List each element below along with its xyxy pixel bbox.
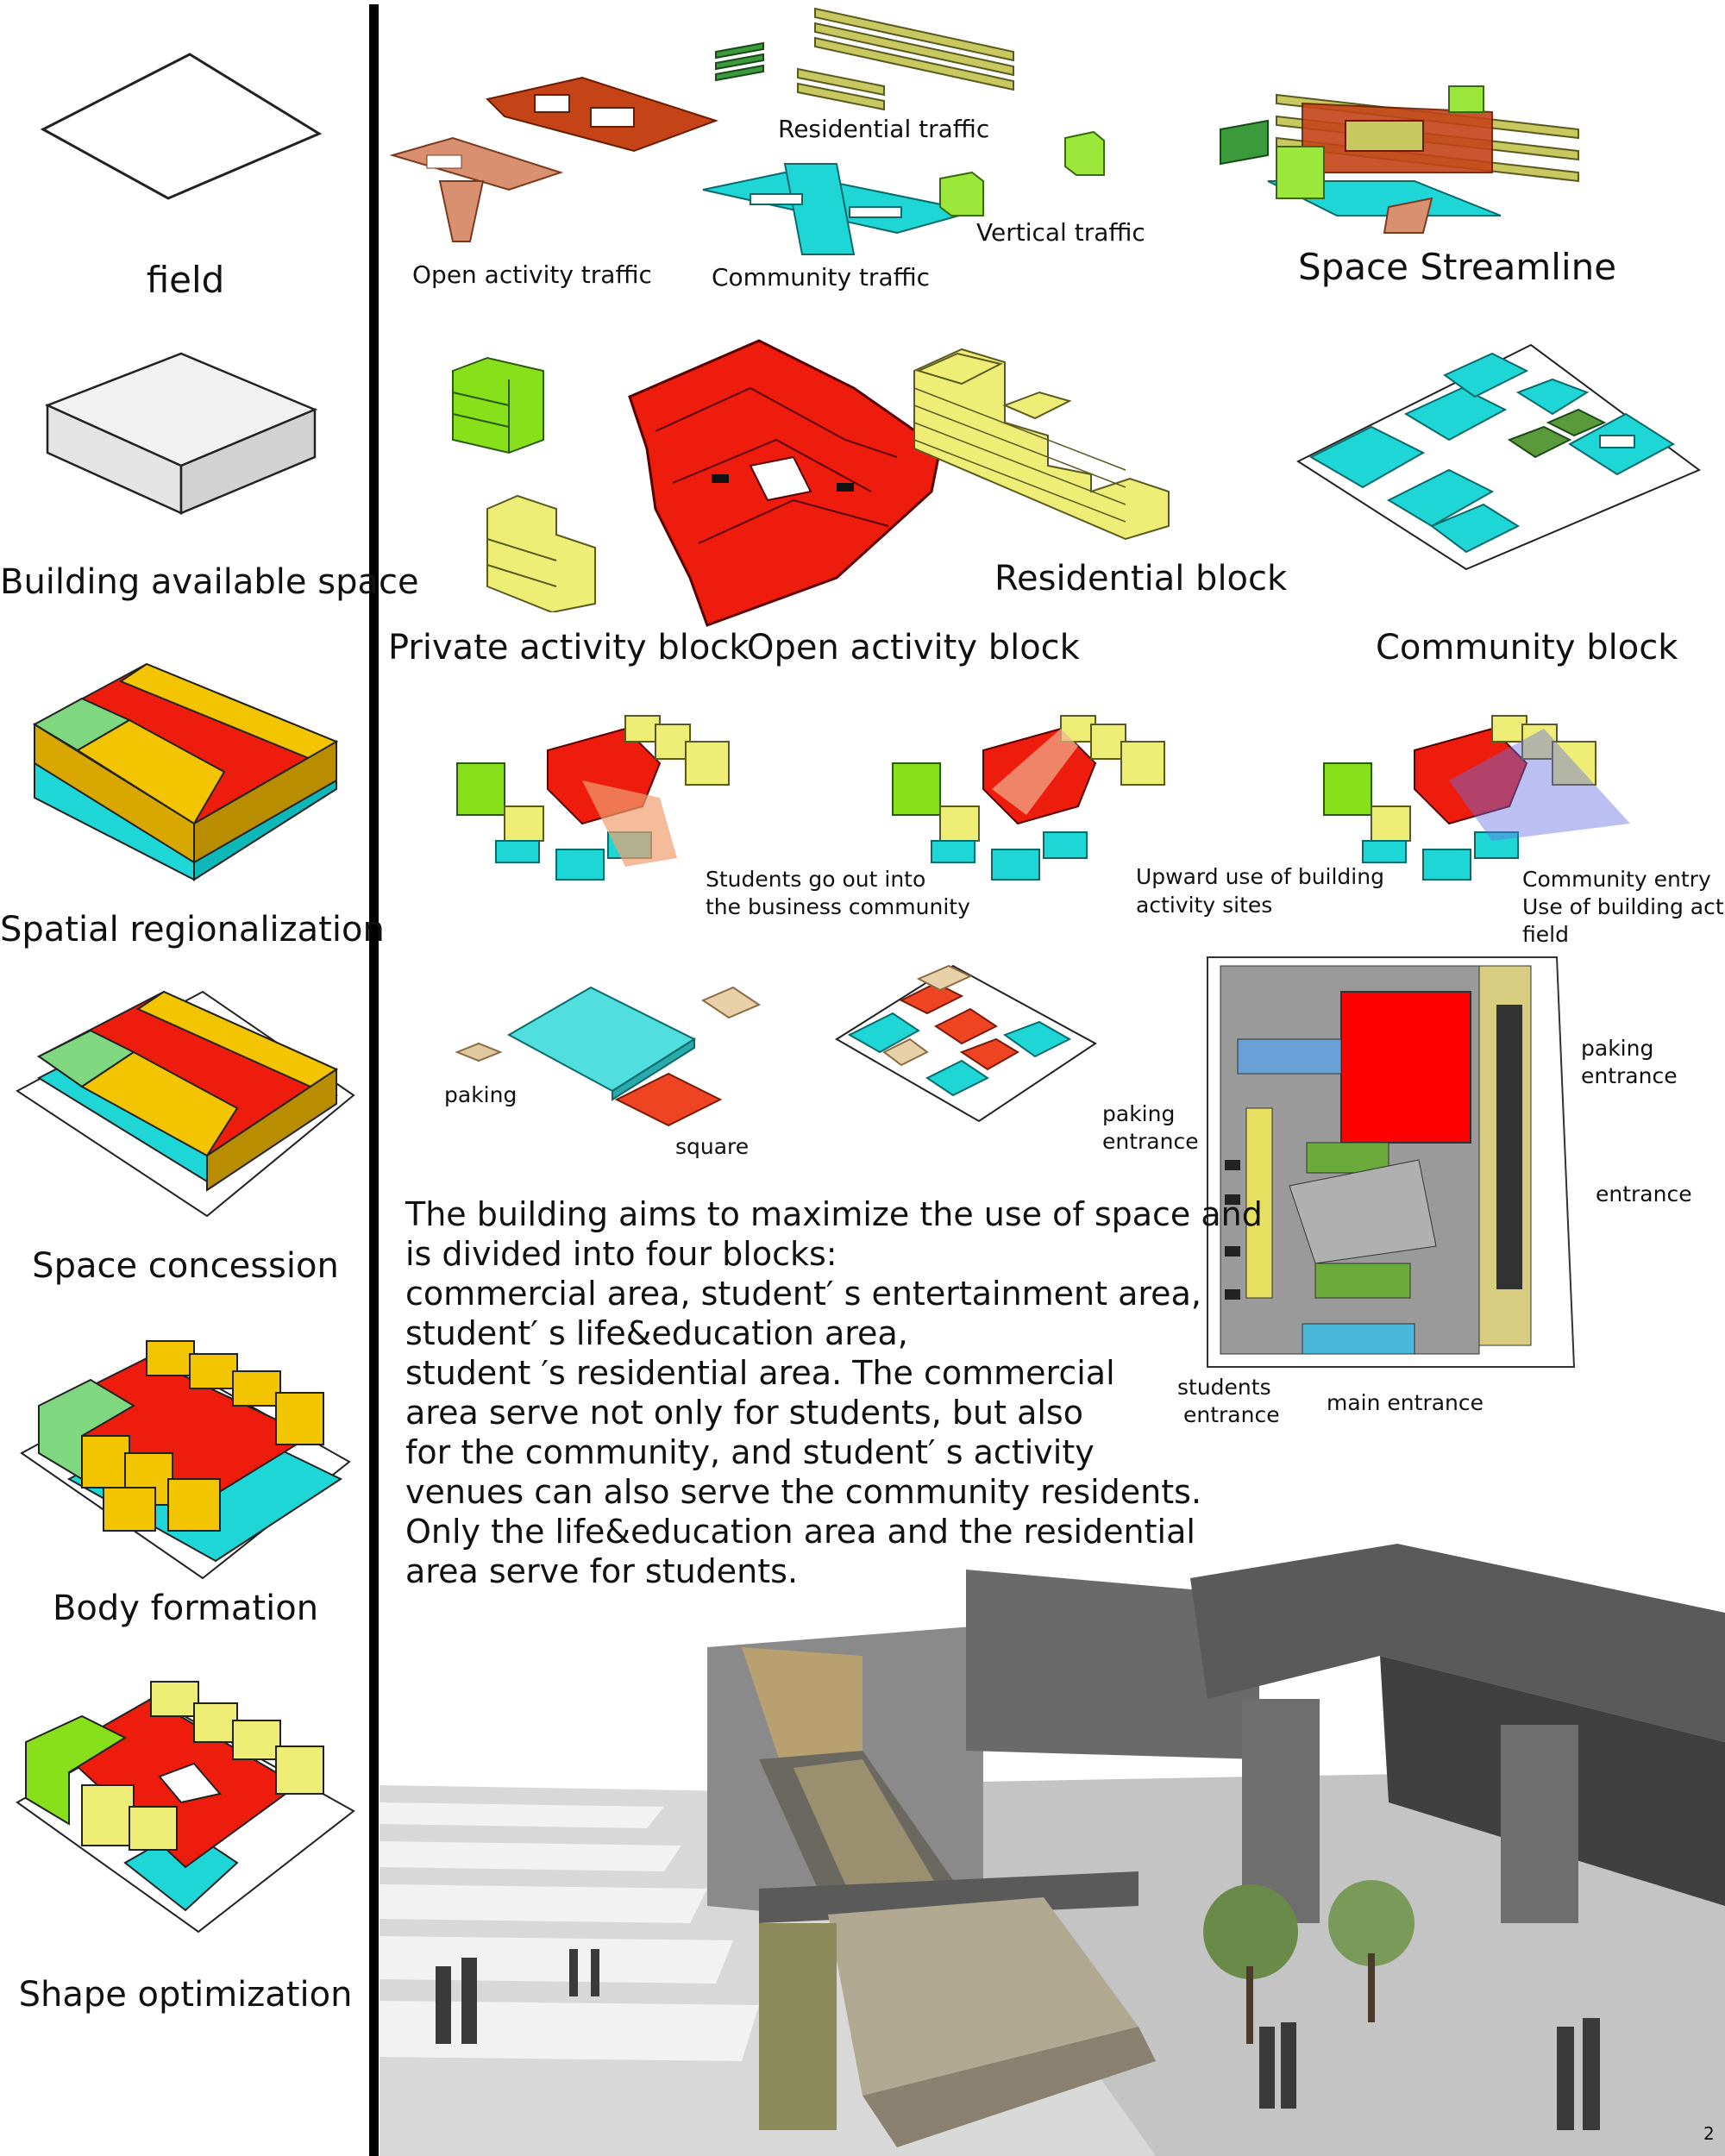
parking-square-diagram (455, 986, 762, 1127)
community-entry-diagram (1323, 715, 1630, 881)
open-activity-traffic-diagram (389, 76, 719, 242)
vertical-traffic-label: Vertical traffic (976, 218, 1145, 247)
community-block-label: Community block (1376, 628, 1678, 667)
private-activity-block-diagram (452, 356, 596, 612)
vertical-divider (369, 4, 379, 2156)
description-line: commercial area, student′ s entertainmen… (405, 1275, 1201, 1313)
plan-students-entrance-1: students (1177, 1375, 1271, 1400)
open-activity-block-diagram (628, 339, 942, 627)
description-line: Only the life&education area and the res… (405, 1513, 1195, 1551)
residential-block-diagram (913, 348, 1170, 541)
plan-paking-entrance-left-2: entrance (1102, 1129, 1199, 1154)
plan-main-entrance: main entrance (1327, 1390, 1484, 1415)
step-label-space-concession: Space concession (32, 1246, 339, 1286)
community-traffic-diagram (702, 163, 975, 255)
site-plan (1207, 956, 1576, 1368)
step-label-body-formation: Body formation (52, 1589, 319, 1628)
building-space-diagram (44, 352, 318, 515)
space-streamline-diagram (1220, 85, 1579, 234)
vertical-traffic-cube-2 (1064, 130, 1105, 176)
plan-paking-entrance-right-1: paking (1581, 1036, 1654, 1061)
space-concession-diagram (16, 990, 355, 1218)
students-flow-diagram (456, 715, 730, 881)
students-flow-label-1: Students go out into (706, 867, 926, 892)
description-line: area serve not only for students, but al… (405, 1394, 1083, 1432)
open-activity-traffic-label: Open activity traffic (412, 260, 652, 289)
open-activity-block-label: Open activity block (747, 628, 1080, 667)
shape-optimization-diagram (16, 1681, 355, 1934)
step-label-building-space: Building available space (0, 562, 419, 602)
description-line: venues can also serve the community resi… (405, 1473, 1202, 1511)
plan-paking-entrance-left-1: paking (1102, 1101, 1176, 1126)
plan-students-entrance-2: entrance (1183, 1402, 1280, 1427)
description-line: for the community, and student′ s activi… (405, 1433, 1095, 1471)
plan-entrance: entrance (1596, 1181, 1692, 1206)
residential-traffic-diagram (715, 7, 1014, 111)
spatial-regionalization-diagram (32, 662, 339, 881)
plan-paking-entrance-right-2: entrance (1581, 1063, 1678, 1088)
upward-use-label-2: activity sites (1136, 893, 1273, 918)
step-label-field: field (146, 259, 225, 301)
upward-use-label-1: Upward use of building (1136, 864, 1384, 889)
community-entry-label-1: Community entry (1522, 867, 1711, 892)
paking-label: paking (444, 1082, 518, 1107)
field-diagram (40, 53, 323, 200)
description-line: The building aims to maximize the use of… (405, 1195, 1263, 1233)
body-formation-diagram (20, 1340, 351, 1580)
description-text: The building aims to maximize the use of… (405, 1194, 1263, 1591)
step-label-shape-optimization: Shape optimization (18, 1975, 353, 2015)
community-block-diagram (1295, 343, 1701, 571)
combined-site-diagram (835, 964, 1097, 1123)
page-number: 2 (1703, 2123, 1715, 2144)
upward-use-diagram (892, 715, 1165, 881)
community-entry-label-3: field (1522, 922, 1569, 947)
private-activity-block-label: Private activity block (388, 628, 750, 667)
community-traffic-label: Community traffic (712, 263, 931, 291)
vertical-traffic-cube-1 (939, 171, 984, 216)
description-line: student′ s life&education area, (405, 1314, 908, 1352)
description-line: student ′s residential area. The commerc… (405, 1354, 1115, 1392)
residential-block-label: Residential block (994, 559, 1288, 599)
students-flow-label-2: the business community (706, 894, 970, 919)
step-label-spatial-regionalization: Spatial regionalization (0, 910, 385, 950)
building-rendering (380, 1544, 1725, 2156)
residential-traffic-label: Residential traffic (778, 115, 990, 143)
space-streamline-label: Space Streamline (1298, 246, 1617, 288)
description-line: area serve for students. (405, 1552, 799, 1590)
community-entry-label-2: Use of building acti (1522, 894, 1725, 919)
description-line: is divided into four blocks: (405, 1235, 837, 1273)
square-label: square (675, 1134, 750, 1159)
